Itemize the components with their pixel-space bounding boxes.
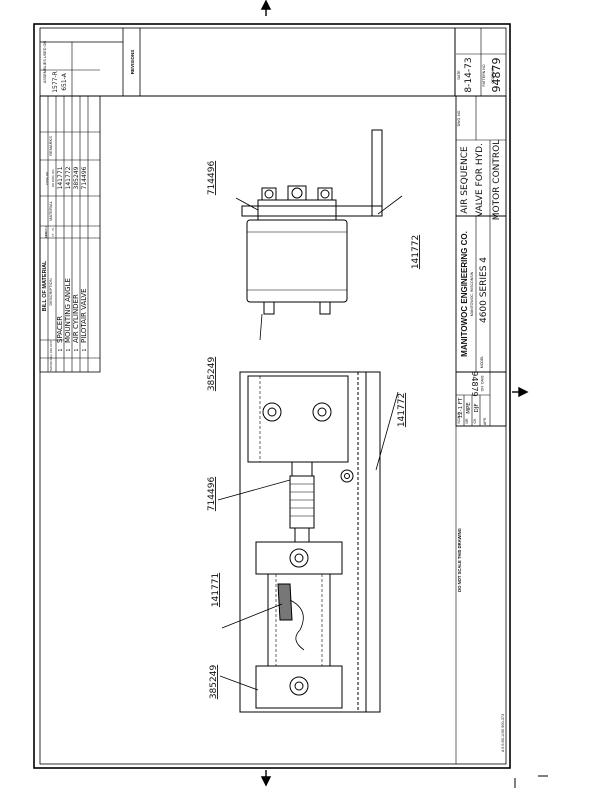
do-not-scale-note: DO NOT SCALE THIS DRAWING	[457, 528, 462, 592]
cylinder-head-front	[255, 541, 343, 575]
bom-row-2-code: 141772	[65, 166, 72, 189]
title-line-2: VALVE FOR HYD.	[475, 143, 485, 217]
valve-port-1	[262, 402, 282, 422]
title-line-3: MOTOR CONTROL	[492, 140, 502, 221]
spacer	[277, 583, 293, 621]
valve-body-bottom	[247, 375, 349, 463]
bom-row-1-description: SPACER	[56, 316, 64, 343]
callout-spacer: 141771	[211, 573, 221, 607]
mounting-angle-bottom	[239, 371, 381, 713]
bom-header-description: DESCRIPTION	[48, 278, 53, 305]
checked-by: DJF	[474, 403, 480, 412]
top-center-arrow	[260, 0, 272, 16]
bom-header-length: LENGTH	[44, 226, 48, 237]
outer-border	[33, 23, 511, 769]
bottom-center-arrow	[260, 770, 272, 787]
callout-valve-bottom: 714496	[207, 477, 217, 512]
bom-row-4-req: 1	[82, 348, 88, 351]
valve-port-2	[312, 402, 332, 422]
side-dwg-label: DWG. NO.	[480, 376, 484, 393]
scale-value: 12-1 FT	[458, 397, 464, 418]
top-view-assembly	[241, 129, 383, 315]
callout-cylinder-bottom: 385249	[209, 665, 219, 700]
bom-header-material: MATERIAL	[48, 200, 53, 220]
inner-border	[39, 27, 507, 765]
bom-row-1-req: 1	[58, 348, 64, 351]
side-dwg-no: 94879	[470, 371, 479, 396]
date-value: 8-14-73	[464, 57, 474, 92]
right-center-arrow	[512, 386, 529, 398]
dwg-no-label: DWG. NO.	[457, 110, 461, 127]
bom-row-4-code: 714496	[81, 166, 88, 189]
dwg-no-value: 94879	[490, 58, 503, 93]
bom-row-3-req: 1	[74, 348, 80, 351]
bom-header-code-no: CODE NO.	[45, 171, 49, 185]
angle-leg	[371, 129, 383, 216]
bom-row-2-req: 1	[66, 348, 72, 351]
bill-of-material: BILL OF MATERIAL ITEM NO. REQ. PER ASSY.…	[39, 95, 101, 373]
date-label: DATE	[457, 70, 461, 80]
bom-title: BILL OF MATERIAL	[42, 260, 48, 311]
bom-header-ft: FT	[51, 233, 55, 237]
bom-row-3-description: AIR CYLINDER	[72, 294, 80, 343]
scale-label: SCALE	[457, 412, 461, 424]
bom-header-remarks: REMARKS	[48, 136, 53, 156]
title-block: DATE 8-14-73 PATTERN NO. CODE NO. DWG. N…	[455, 28, 507, 427]
bom-row-2-description: MOUNTING ANGLE	[64, 278, 72, 343]
bottom-view-assembly	[239, 371, 381, 713]
callout-cylinder-top: 385249	[207, 357, 217, 392]
callout-angle-bottom: 141772	[397, 393, 407, 427]
mounting-angle-top	[241, 205, 383, 217]
drawn-by: MPE	[466, 402, 472, 414]
valve-cap	[257, 199, 337, 221]
bom-header-or-dwg-no: OR DWG. NO.	[51, 169, 55, 188]
form-number: A 5 6 85-1190 900-373	[501, 714, 505, 752]
assembly-value-2: 651-A	[61, 72, 68, 90]
assembly-value-1: 1577-R	[52, 71, 59, 93]
revisions-label: REVISIONS	[130, 50, 135, 75]
code-no-label: CODE NO.	[491, 66, 495, 83]
assemblies-used-on-header: ASSEMBLIES USED ON	[43, 41, 47, 84]
title-line-1: AIR SEQUENCE	[460, 146, 470, 214]
model-label: MODEL	[480, 356, 484, 369]
bom-header-req-per-assy: REQ. PER ASSY.	[49, 340, 53, 361]
company-city: MANITOWOC, WISCONSIN	[470, 271, 474, 316]
assemblies-used-on-block: ASSEMBLIES USED ON 1577-R 651-A	[40, 41, 123, 96]
model-value: 4600 SERIES 4	[479, 257, 489, 323]
footer: DO NOT SCALE THIS DRAWING A 5 6 85-1190 …	[455, 426, 505, 764]
callout-valve-top: 714496	[207, 161, 217, 196]
bom-row-4-description: PILOTAIR VALVE	[80, 288, 88, 343]
dr-label: DR	[465, 418, 469, 424]
bom-header-item-no: ITEM NO.	[49, 360, 53, 373]
callout-angle-top: 141772	[411, 235, 421, 269]
pattern-no-label: PATTERN NO.	[482, 63, 486, 86]
bom-row-1-code: 141771	[57, 166, 64, 189]
bottom-right-marks	[514, 775, 548, 788]
ck-label: CK	[473, 418, 477, 424]
revisions-block: REVISIONS	[40, 28, 506, 97]
bom-row-3-code: 385249	[73, 166, 80, 189]
callouts	[217, 195, 403, 691]
apr-label: APR.	[483, 417, 487, 425]
company-name: MANITOWOC ENGINEERING CO.	[460, 231, 469, 357]
cylinder-head-rear	[255, 665, 343, 709]
bom-header-in: IN.	[51, 227, 55, 231]
